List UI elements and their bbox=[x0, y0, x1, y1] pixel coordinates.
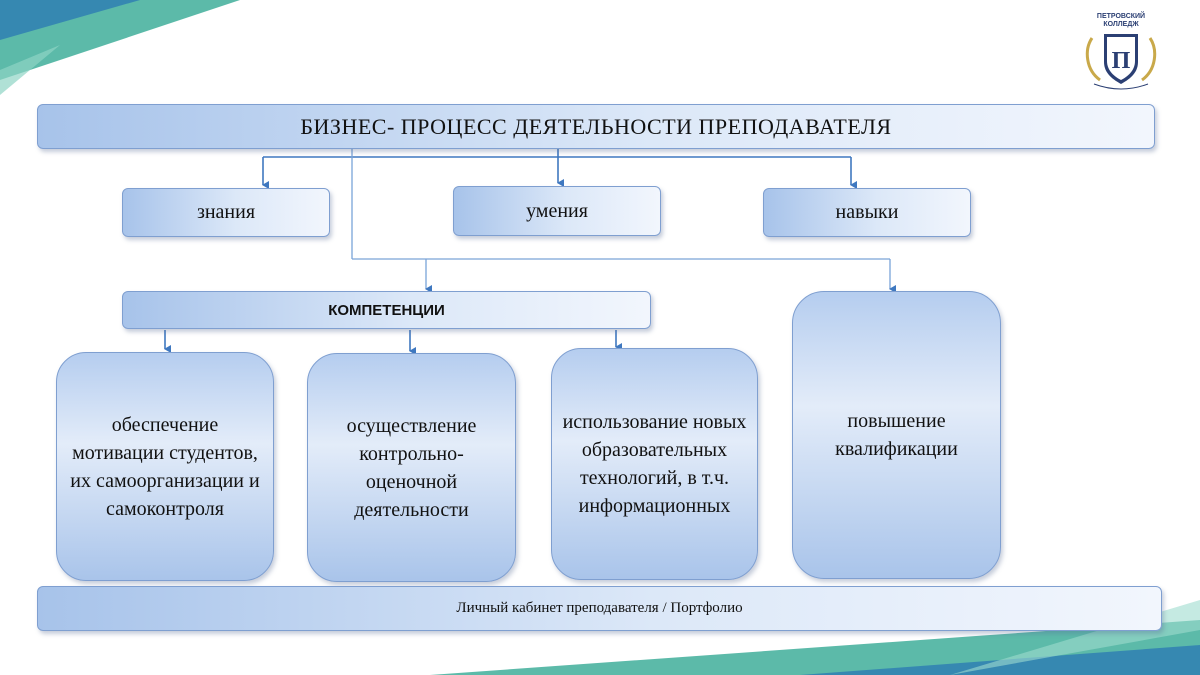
competency-card-technologies: использование новых образовательных техн… bbox=[551, 348, 758, 580]
habits-box: навыки bbox=[763, 188, 971, 237]
competency-card-assessment: осуществление контрольно-оценочной деяте… bbox=[307, 353, 516, 582]
abilities-box: умения bbox=[453, 186, 661, 236]
logo-text-line1: ПЕТРОВСКИЙ bbox=[1096, 13, 1146, 20]
logo-text-line2: КОЛЛЕДЖ bbox=[1103, 21, 1139, 28]
competency-text-assessment: осуществление контрольно-оценочной деяте… bbox=[346, 414, 477, 521]
competencies-box: КОМПЕТЕНЦИИ bbox=[122, 291, 651, 329]
competency-text-technologies: использование новых образовательных техн… bbox=[562, 411, 747, 517]
knowledge-label: знания bbox=[196, 201, 256, 223]
college-crest-icon: П bbox=[1085, 34, 1157, 90]
competency-card-motivation: обеспечение мотивации студентов, их само… bbox=[56, 352, 274, 581]
portfolio-bar: Личный кабинет преподавателя / Портфолио bbox=[37, 586, 1162, 631]
knowledge-box: знания bbox=[122, 188, 330, 237]
competencies-label: КОМПЕТЕНЦИИ bbox=[328, 301, 445, 319]
portfolio-text: Личный кабинет преподавателя / Портфолио bbox=[456, 600, 743, 616]
abilities-label: умения bbox=[526, 199, 588, 222]
qualification-card: повышение квалификации bbox=[792, 291, 1001, 579]
competency-text-motivation: обеспечение мотивации студентов, их само… bbox=[70, 413, 260, 520]
process-title-text: БИЗНЕС- ПРОЦЕСС ДЕЯТЕЛЬНОСТИ ПРЕПОДАВАТЕ… bbox=[300, 113, 892, 139]
process-title: БИЗНЕС- ПРОЦЕСС ДЕЯТЕЛЬНОСТИ ПРЕПОДАВАТЕ… bbox=[37, 104, 1155, 149]
qualification-text: повышение квалификации bbox=[835, 410, 958, 460]
logo-monogram: П bbox=[1112, 48, 1131, 74]
habits-label: навыки bbox=[835, 201, 899, 223]
